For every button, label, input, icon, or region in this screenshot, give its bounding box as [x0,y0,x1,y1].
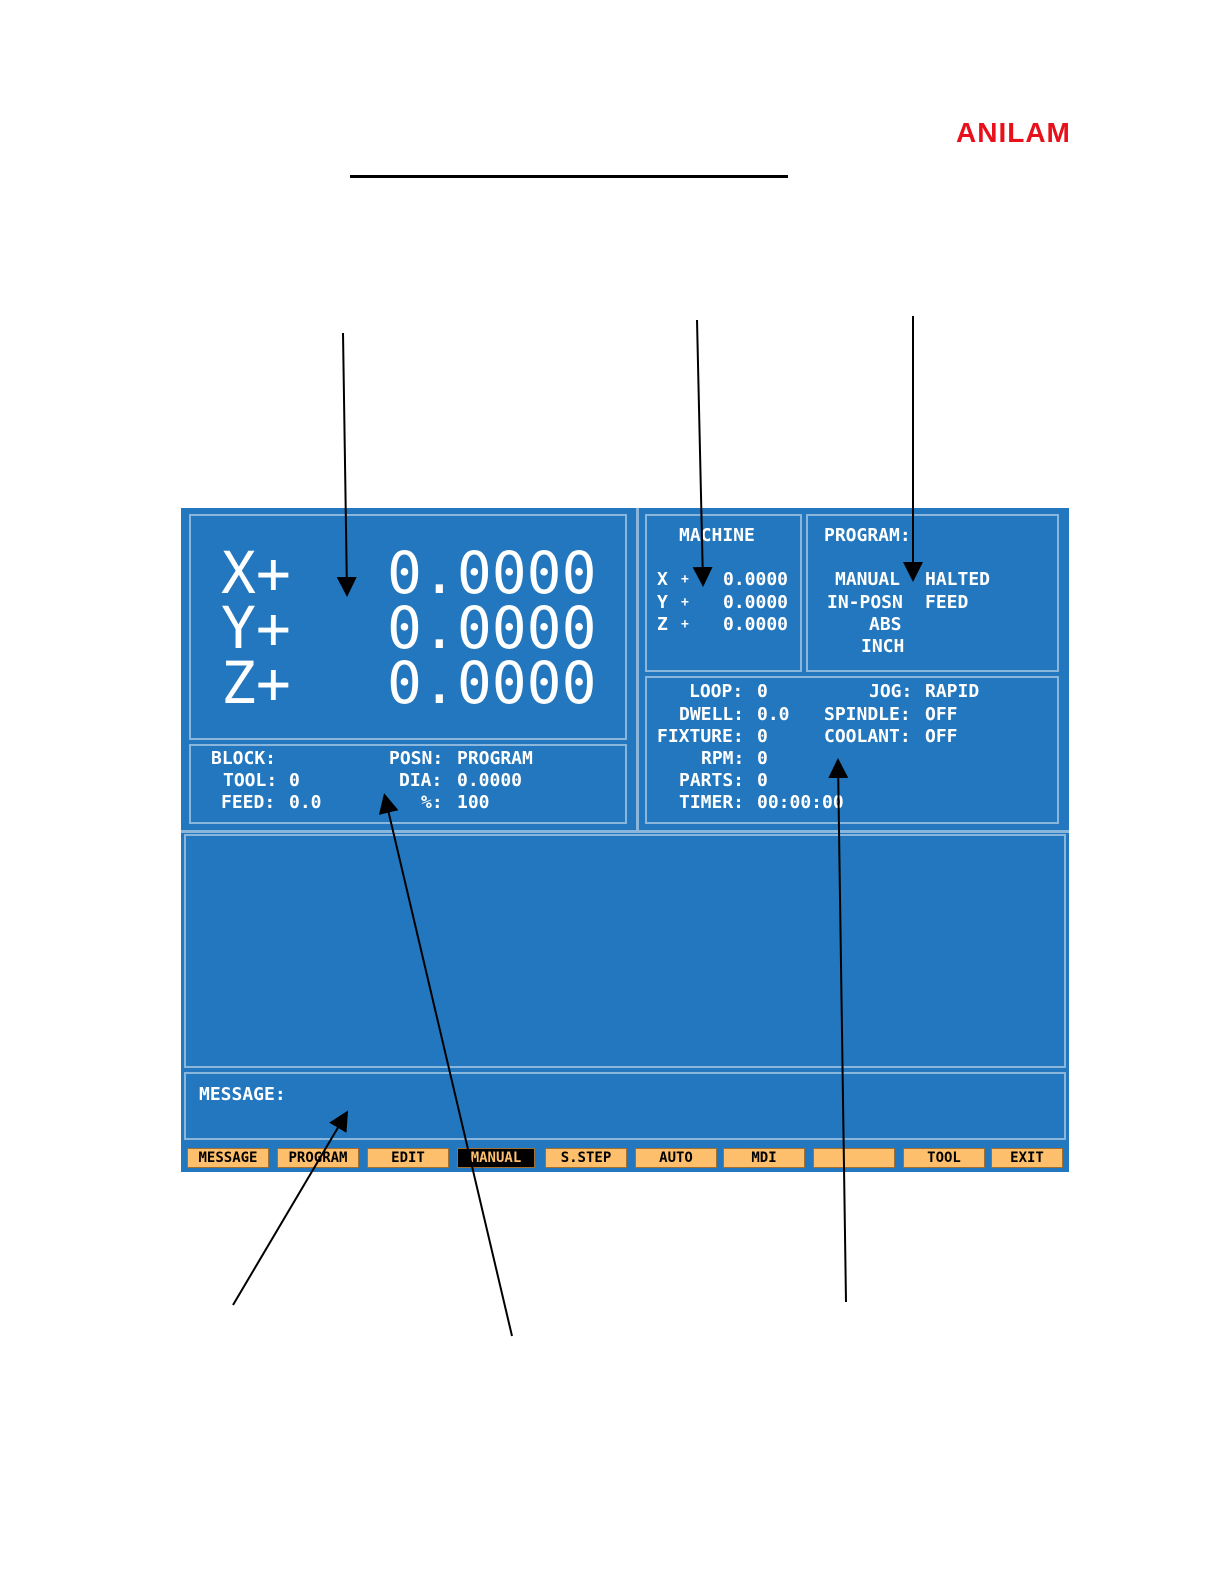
program-title: PROGRAM: [824,525,911,546]
program-mode-state: HALTED [925,569,991,590]
softkey-auto[interactable]: AUTO [635,1148,717,1168]
rpm-label: RPM: [701,748,745,769]
program-position: IN-POSN [827,592,903,613]
posn-label: POSN: [389,748,444,769]
status-panel [645,676,1059,824]
dro-x-axis-label: X+ [221,539,291,607]
machine-title: MACHINE [679,525,755,546]
spindle-value: OFF [925,704,958,725]
program-units: INCH [861,636,905,657]
dwell-label: DWELL: [679,704,745,725]
machine-z-value: 0.0000 [723,614,789,635]
timer-label: TIMER: [679,792,745,813]
machine-z-sign: + [681,617,689,632]
title-underline [350,175,788,178]
softkey-program[interactable]: PROGRAM [277,1148,359,1168]
machine-x-value: 0.0000 [723,569,789,590]
coolant-value: OFF [925,726,958,747]
jog-label: JOG: [869,681,913,702]
percent-label: %: [421,792,443,813]
loop-label: LOOP: [689,681,744,702]
machine-x-axis: X [657,569,668,590]
program-mode: MANUAL [835,569,901,590]
tool-value: 0 [289,770,300,791]
fixture-value: 0 [757,726,768,747]
fixture-label: FIXTURE: [657,726,744,747]
feed-value: 0.0 [289,792,322,813]
timer-value: 00:00:00 [757,792,844,813]
parts-label: PARTS: [679,770,745,791]
machine-panel [645,514,802,672]
softkey-message[interactable]: MESSAGE [187,1148,269,1168]
message-label: MESSAGE: [199,1084,286,1105]
dro-panel [189,514,627,740]
tool-label: TOOL: [223,770,278,791]
machine-x-sign: + [681,572,689,587]
column-divider [636,508,639,830]
dro-z-axis-label: Z+ [221,649,291,717]
softkey-exit[interactable]: EXIT [991,1148,1063,1168]
machine-z-axis: Z [657,614,668,635]
machine-y-sign: + [681,595,689,610]
softkey-mdi[interactable]: MDI [723,1148,805,1168]
dia-value: 0.0000 [457,770,523,791]
dwell-value: 0.0 [757,704,790,725]
dro-x-value: 0.0000 [387,539,597,607]
softkey-manual[interactable]: MANUAL [457,1148,535,1168]
parts-value: 0 [757,770,768,791]
softkey-s-step[interactable]: S.STEP [545,1148,627,1168]
rpm-value: 0 [757,748,768,769]
dia-label: DIA: [399,770,443,791]
machine-y-value: 0.0000 [723,592,789,613]
softkey-tool[interactable]: TOOL [903,1148,985,1168]
work-area [184,834,1066,1068]
program-coord-mode: ABS [869,614,902,635]
top-section-rule [181,830,1069,833]
softkey-edit[interactable]: EDIT [367,1148,449,1168]
softkey-bar: MESSAGE PROGRAM EDIT MANUAL S.STEP AUTO … [181,1140,1069,1172]
program-panel [806,514,1059,672]
spindle-label: SPINDLE: [824,704,911,725]
posn-value: PROGRAM [457,748,533,769]
dro-z-value: 0.0000 [387,649,597,717]
coolant-label: COOLANT: [824,726,911,747]
cnc-screen: X+ 0.0000 Y+ 0.0000 Z+ 0.0000 BLOCK: TOO… [181,508,1069,1172]
loop-value: 0 [757,681,768,702]
feed-label: FEED: [221,792,276,813]
machine-y-axis: Y [657,592,668,613]
message-area [184,1072,1066,1140]
anilam-logo: ANILAM [956,117,1071,148]
dro-y-value: 0.0000 [387,594,597,662]
block-label: BLOCK: [211,748,277,769]
dro-y-axis-label: Y+ [221,594,291,662]
softkey-blank[interactable] [813,1148,895,1168]
program-position-state: FEED [925,592,969,613]
jog-value: RAPID [925,681,980,702]
percent-value: 100 [457,792,490,813]
